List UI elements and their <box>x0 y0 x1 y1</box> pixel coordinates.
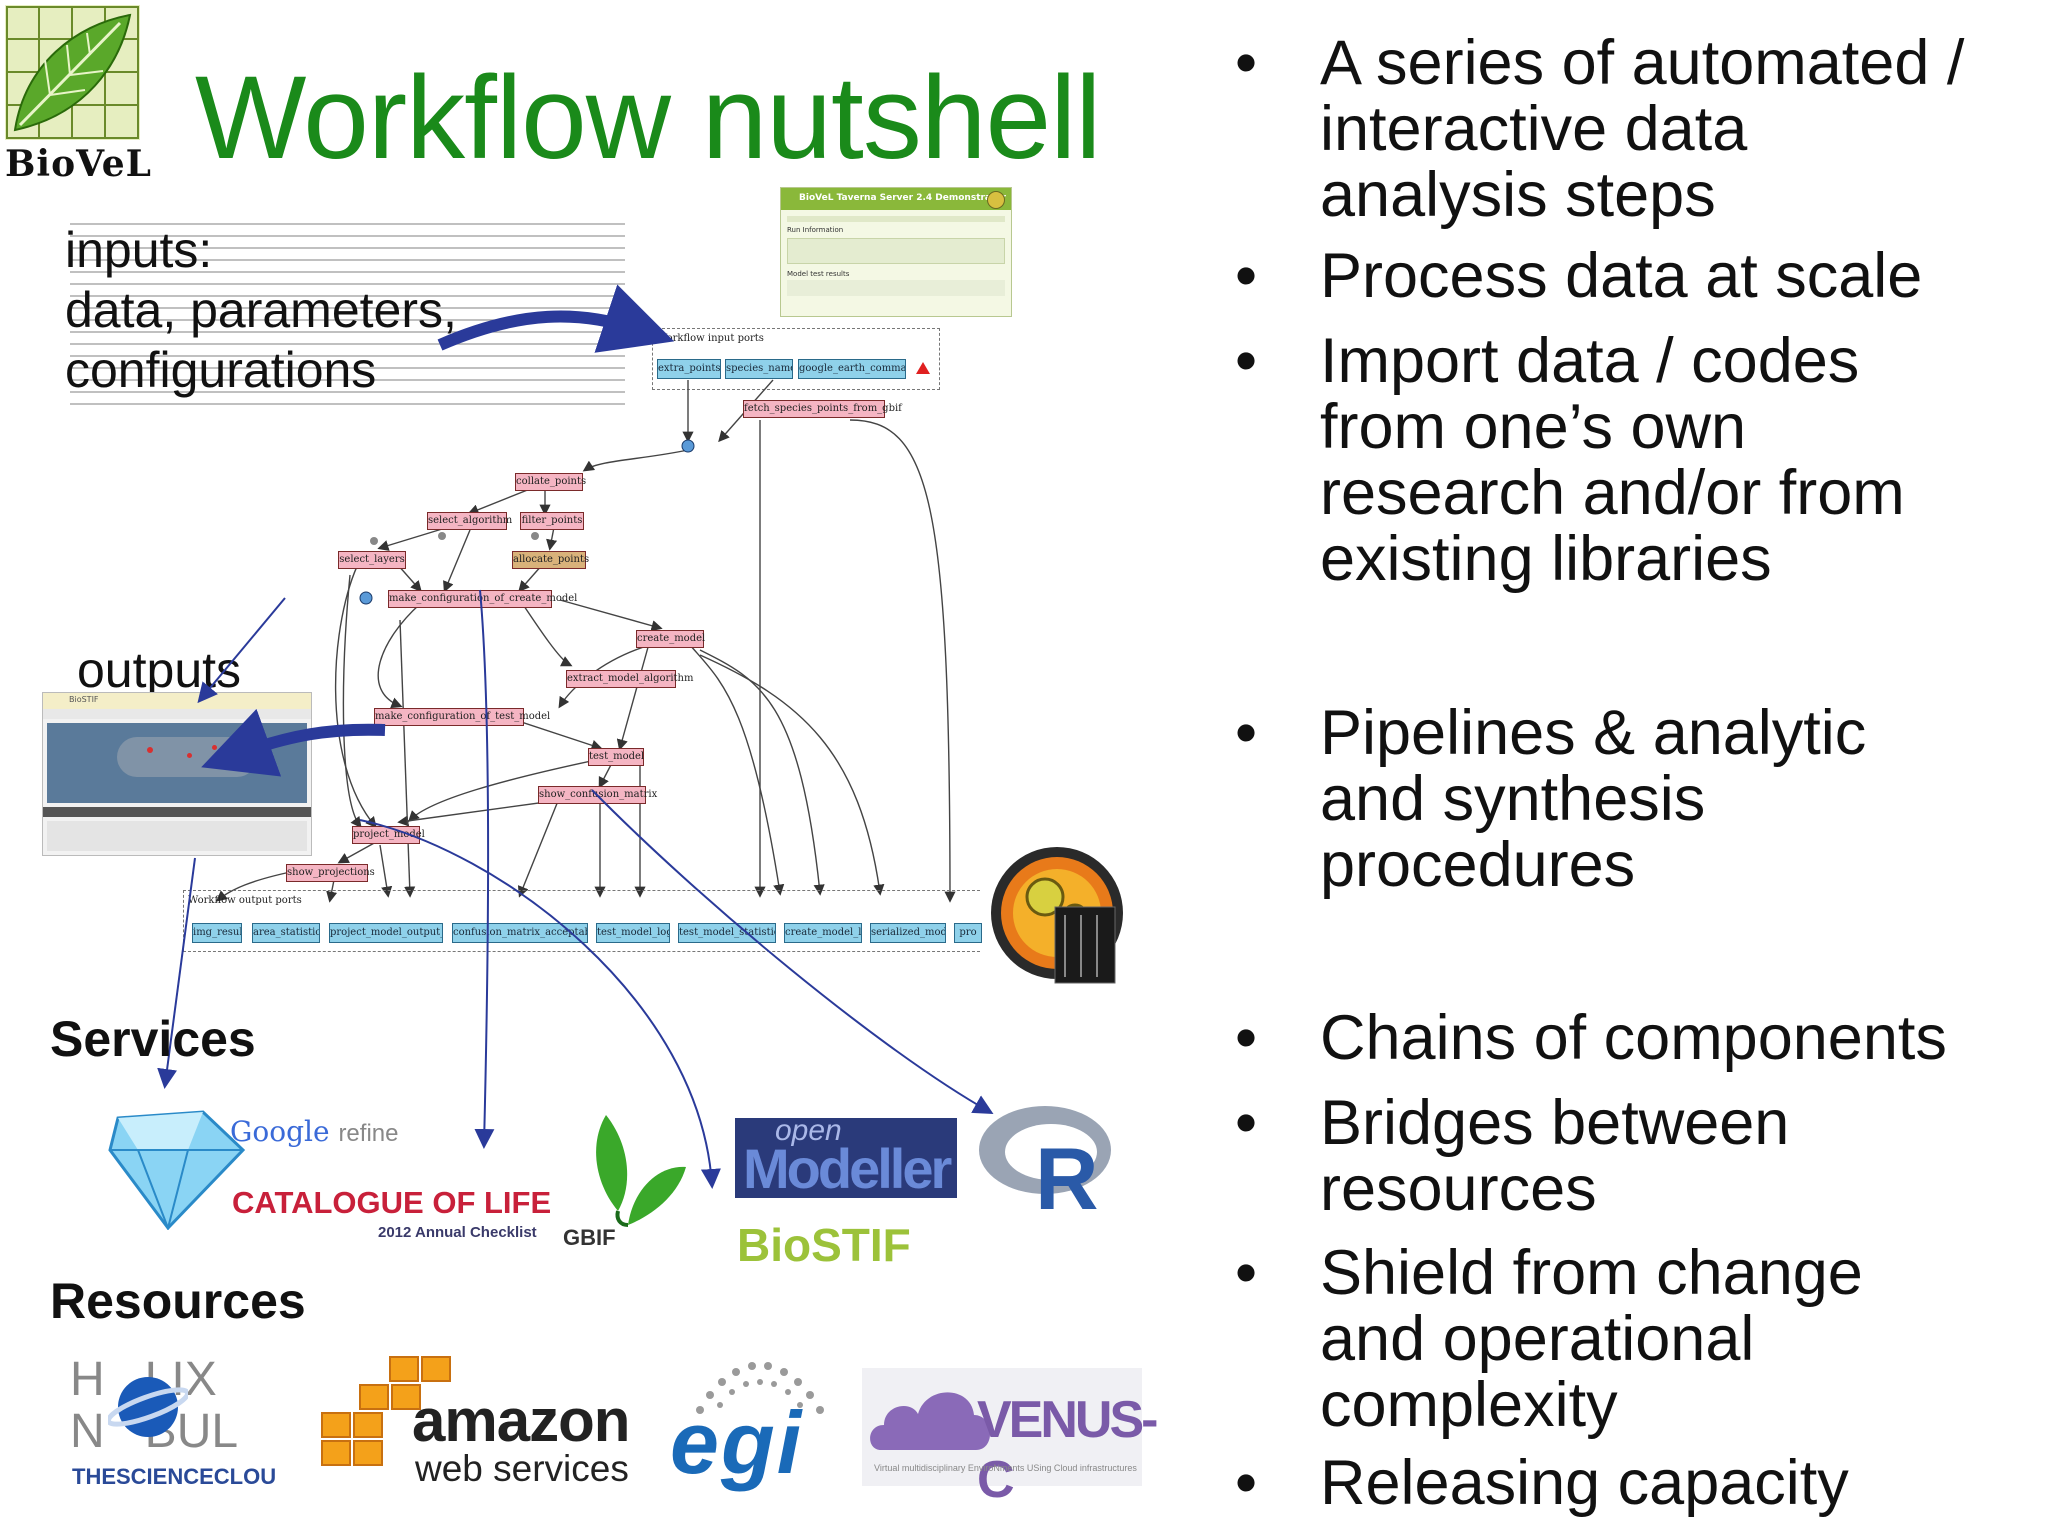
biostif-screen-title: BioSTIF <box>69 695 99 704</box>
port-pro[interactable]: pro <box>954 923 982 943</box>
catalogue-checklist-text: 2012 Annual Checklist <box>378 1224 537 1241</box>
r-logo-letter: R <box>1035 1129 1099 1228</box>
egi-dots-icon <box>696 1362 824 1414</box>
node-extract-model-algorithm[interactable]: extract_model_algorithm <box>566 670 693 688</box>
taverna-server-screenshot: BioVeL Taverna Server 2.4 Demonstrator R… <box>780 187 1012 317</box>
resources-label: Resources <box>50 1273 306 1329</box>
port-test-model-log[interactable]: test_model_log <box>596 923 670 943</box>
warning-icon <box>916 362 930 374</box>
input-data-rows <box>70 223 625 405</box>
run-info-label: Run Information <box>787 226 844 234</box>
node-show-confusion-matrix[interactable]: show_confusion_matrix <box>538 786 657 804</box>
page-title: Workflow nutshell <box>195 52 1102 184</box>
connection-arrows <box>157 284 994 1189</box>
biovel-logo: BioVeL <box>5 5 151 185</box>
port-area-statistics[interactable]: area_statistics <box>252 923 320 943</box>
node-test-model[interactable]: test_model <box>588 748 644 766</box>
node-allocate-points[interactable]: allocate_points <box>512 551 589 569</box>
google-refine-diamond-icon <box>108 1110 246 1230</box>
port-project-model-output-log[interactable]: project_model_output_log <box>329 923 443 943</box>
output-ports-title: Workflow output ports <box>188 895 302 906</box>
egi-logo-text: egi <box>670 1393 804 1492</box>
port-img-result[interactable]: img_result <box>192 923 242 943</box>
gbif-leaf-icon <box>596 1115 686 1227</box>
node-fetch-species-points[interactable]: fetch_species_points_from_gbif <box>743 400 902 418</box>
port-google-earth-command[interactable]: google_earth_command <box>798 359 906 379</box>
workflow-input-ports: Workflow input ports extra_points specie… <box>652 328 940 390</box>
services-label: Services <box>50 1011 256 1067</box>
venus-c-logo: VENUS-C Virtual multidisciplinary Enviro… <box>862 1368 1158 1509</box>
node-select-layers[interactable]: select_layers <box>338 551 406 569</box>
input-ports-title: Workflow input ports <box>657 333 764 344</box>
workflow-connections <box>215 379 956 903</box>
gbif-logo-text: GBIF <box>563 1225 616 1250</box>
helix-nebula-logo: H LIX N BUL THESCIENCECLOU <box>70 1353 277 1489</box>
node-make-configuration-of-create-model[interactable]: make_configuration_of_create_model <box>388 590 577 608</box>
node-collate-points[interactable]: collate_points <box>515 473 586 491</box>
catalogue-of-life-logo: CATALOGUE OF LIFE <box>232 1185 552 1220</box>
port-extra-points[interactable]: extra_points <box>657 359 721 379</box>
node-filter-points[interactable]: filter_points <box>520 512 584 530</box>
port-serialized-model[interactable]: serialized_model <box>870 923 946 943</box>
port-species-name[interactable]: species_name <box>725 359 793 379</box>
inputs-label: inputs: data, parameters, configurations <box>65 222 457 398</box>
workflow-output-ports: Workflow output ports img_result area_st… <box>183 890 982 952</box>
biovel-grid-icon <box>5 5 140 140</box>
aws-subtitle-text: web services <box>415 1448 629 1489</box>
helix-globe-icon <box>108 1377 188 1437</box>
taverna-header: BioVeL Taverna Server 2.4 Demonstrator <box>799 193 1006 203</box>
node-show-projections[interactable]: show_projections <box>286 864 375 882</box>
google-refine-logo: Google refine <box>230 1115 399 1148</box>
model-results-label: Model test results <box>787 270 850 278</box>
biovel-logo-text: BioVeL <box>5 143 152 185</box>
biostif-logo-text: BioSTIF <box>737 1219 911 1271</box>
r-logo-icon <box>979 1106 1111 1194</box>
port-create-model-log[interactable]: create_model_log <box>784 923 862 943</box>
node-create-model[interactable]: create_model <box>636 630 705 648</box>
cloud-icon <box>870 1392 991 1450</box>
aws-cubes-icon <box>321 1356 451 1466</box>
openmodeller-logo: open Modeller <box>735 1114 957 1200</box>
node-select-algorithm[interactable]: select_algorithm <box>427 512 512 530</box>
taverna-logo-icon <box>987 191 1005 209</box>
port-confusion-matrix-acceptability[interactable]: confusion_matrix_acceptability <box>452 923 588 943</box>
taverna-gear-server-icon <box>991 847 1123 984</box>
amazon-logo-text: amazon <box>412 1387 630 1454</box>
